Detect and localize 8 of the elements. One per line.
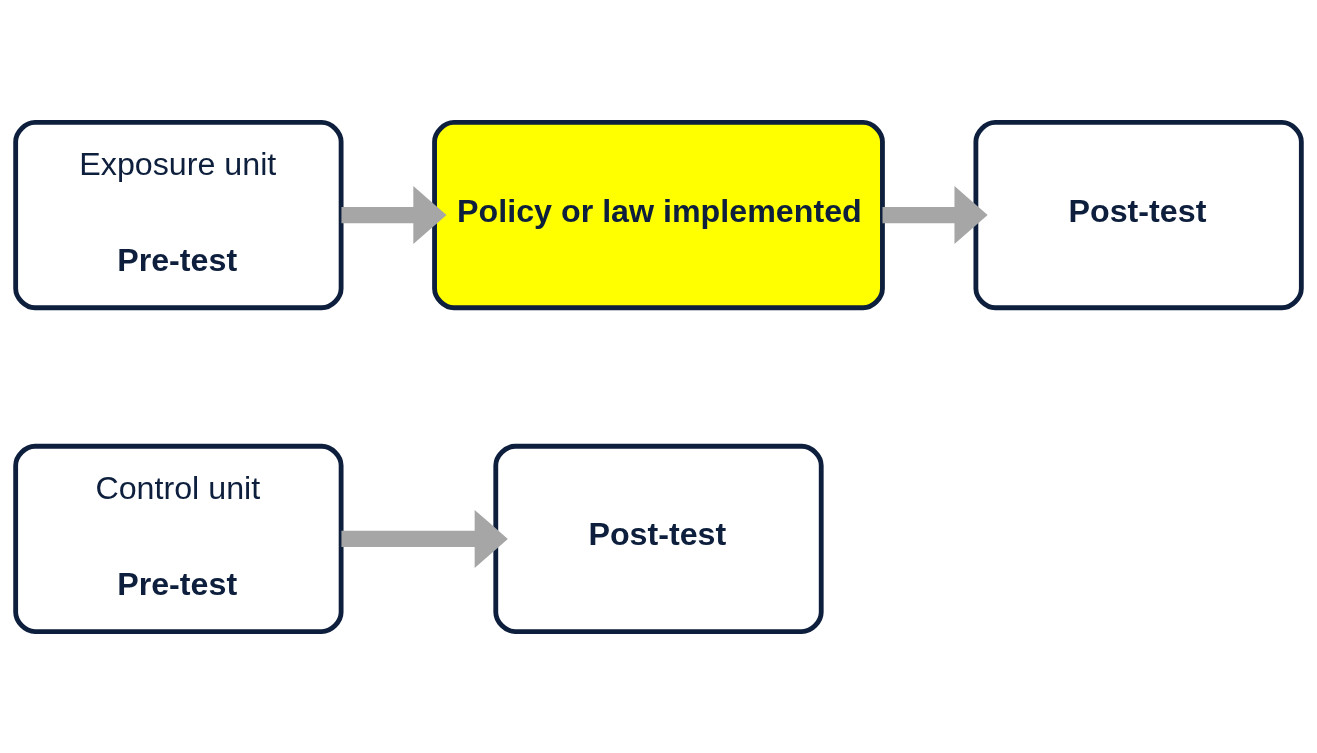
node-box: Control unit Pre-test — [13, 443, 344, 634]
node-box: Exposure unit Pre-test — [13, 119, 344, 310]
node-box: Policy or law implemented — [432, 119, 885, 310]
node-box: Post-test — [493, 443, 824, 634]
arrow — [341, 185, 447, 244]
node-box: Post-test — [973, 119, 1304, 310]
arrow — [882, 185, 988, 244]
arrow — [341, 509, 508, 568]
